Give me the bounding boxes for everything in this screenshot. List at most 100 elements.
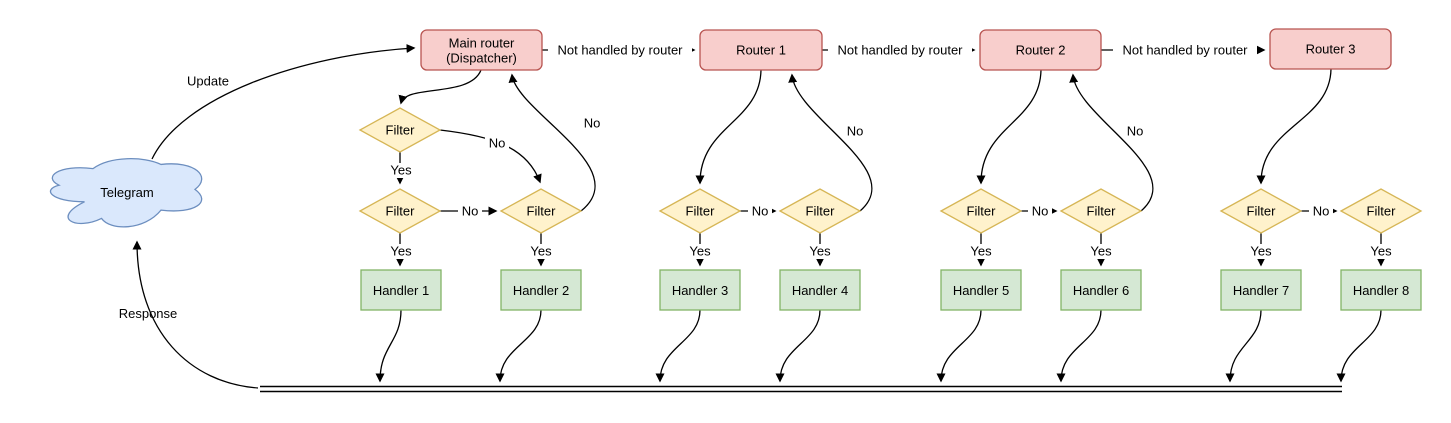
- handler2-label: Handler 2: [513, 283, 569, 298]
- yes-text: Yes: [530, 244, 552, 259]
- filter4-diamond: [778, 188, 862, 234]
- handler3-node: Handler 3: [659, 269, 741, 311]
- handler7-node: Handler 7: [1220, 269, 1302, 311]
- yes-text: Yes: [1370, 244, 1392, 259]
- edge-handler2-to-bus: [495, 309, 542, 383]
- yes-text: Yes: [689, 244, 711, 259]
- yes-label-f2: Yes: [527, 244, 555, 259]
- handler2-node: Handler 2: [500, 269, 582, 311]
- not-handled-text: Not handled by router: [1122, 43, 1248, 58]
- edge-handler3-to-bus: [655, 309, 701, 383]
- edge-filter2-no-loop: [508, 73, 596, 212]
- handler7-label: Handler 7: [1233, 283, 1289, 298]
- router1-box: [699, 29, 823, 71]
- filter1-diamond: [358, 188, 442, 234]
- filter2-node: Filter: [499, 188, 583, 234]
- router3-label: Router 3: [1306, 42, 1356, 57]
- yes-text: Yes: [1250, 244, 1272, 259]
- no-label-f1-f2: No: [458, 204, 482, 219]
- filter8-label: Filter: [1367, 204, 1397, 219]
- filter5-diamond: [939, 188, 1023, 234]
- no-text: No: [1032, 204, 1049, 219]
- yes-label-f4: Yes: [806, 244, 834, 259]
- handler3-box: [659, 269, 741, 311]
- filter0-diamond: [358, 107, 442, 153]
- handler8-label: Handler 8: [1353, 283, 1409, 298]
- handler6-label: Handler 6: [1073, 283, 1129, 298]
- filter6-node: Filter: [1059, 188, 1143, 234]
- edge-router3-to-filter7: [1256, 68, 1332, 185]
- handler6-box: [1060, 269, 1142, 311]
- no-text: No: [462, 204, 479, 219]
- handler1-box: [360, 269, 442, 311]
- telegram-cloud-node: Telegram: [49, 158, 203, 228]
- handler4-box: [779, 269, 861, 311]
- router3-box: [1269, 28, 1392, 70]
- no-label-f6-loop: No: [1123, 124, 1147, 139]
- handler4-label: Handler 4: [792, 283, 848, 298]
- response-edge-label: Response: [119, 306, 178, 321]
- router1-label: Router 1: [736, 43, 786, 58]
- main-router-node: Main router (Dispatcher): [420, 29, 543, 71]
- yes-label-f8: Yes: [1367, 244, 1395, 259]
- filter3-label: Filter: [686, 204, 716, 219]
- yes-text: Yes: [970, 244, 992, 259]
- filter7-diamond: [1219, 188, 1303, 234]
- edge-handler5-to-bus: [936, 309, 982, 383]
- handler3-label: Handler 3: [672, 283, 728, 298]
- no-text: No: [489, 136, 506, 151]
- not-handled-label-3: Not handled by router: [1113, 43, 1257, 58]
- no-text: No: [847, 124, 864, 139]
- filter1-node: Filter: [358, 188, 442, 234]
- filter7-node: Filter: [1219, 188, 1303, 234]
- cloud-shape: [49, 158, 203, 228]
- yes-text: Yes: [390, 163, 412, 178]
- edge-handler8-to-bus: [1336, 309, 1382, 383]
- edge-label-bg: [828, 43, 972, 58]
- edge-filter6-no-loop: [1069, 73, 1154, 212]
- yes-label-f0: Yes: [387, 163, 415, 178]
- edge-handler4-to-bus: [775, 309, 821, 383]
- no-text: No: [1313, 204, 1330, 219]
- yes-text: Yes: [809, 244, 831, 259]
- edge-dispatcher-to-filter0: [398, 69, 482, 105]
- main-router-label-line2: (Dispatcher): [446, 51, 517, 66]
- yes-text: Yes: [390, 244, 412, 259]
- edge-router2-to-filter5: [976, 69, 1042, 185]
- no-label-f0-curve: No: [485, 136, 509, 151]
- filter0-label: Filter: [386, 123, 416, 138]
- handler8-box: [1340, 269, 1422, 311]
- update-edge-label: Update: [187, 74, 229, 89]
- handler5-box: [940, 269, 1022, 311]
- main-router-label-line1: Main router: [449, 36, 515, 51]
- edge-filter4-no-loop: [788, 73, 873, 212]
- filter4-label: Filter: [806, 204, 836, 219]
- not-handled-label-1: Not handled by router: [548, 43, 692, 58]
- yes-label-f1: Yes: [387, 244, 415, 259]
- edge-response: [132, 240, 259, 389]
- not-handled-text: Not handled by router: [557, 43, 683, 58]
- no-label-f5-f6: No: [1028, 204, 1052, 219]
- no-label-f3-f4: No: [748, 204, 772, 219]
- edge-handler1-to-bus: [375, 309, 402, 383]
- handler5-node: Handler 5: [940, 269, 1022, 311]
- filter8-node: Filter: [1339, 188, 1423, 234]
- handler8-node: Handler 8: [1340, 269, 1422, 311]
- no-label-f7-f8: No: [1309, 204, 1333, 219]
- yes-text: Yes: [1090, 244, 1112, 259]
- handler1-label: Handler 1: [373, 283, 429, 298]
- not-handled-label-2: Not handled by router: [828, 43, 972, 58]
- filter7-label: Filter: [1247, 204, 1277, 219]
- filter3-node: Filter: [658, 188, 742, 234]
- router2-box: [979, 29, 1102, 71]
- edge-handler6-to-bus: [1056, 309, 1102, 383]
- no-label-f2-loop: No: [580, 116, 604, 131]
- filter2-diamond: [499, 188, 583, 234]
- handler1-node: Handler 1: [360, 269, 442, 311]
- filter0-node: Filter: [358, 107, 442, 153]
- filter5-label: Filter: [967, 204, 997, 219]
- edge-update: [151, 43, 416, 160]
- router2-node: Router 2: [979, 29, 1102, 71]
